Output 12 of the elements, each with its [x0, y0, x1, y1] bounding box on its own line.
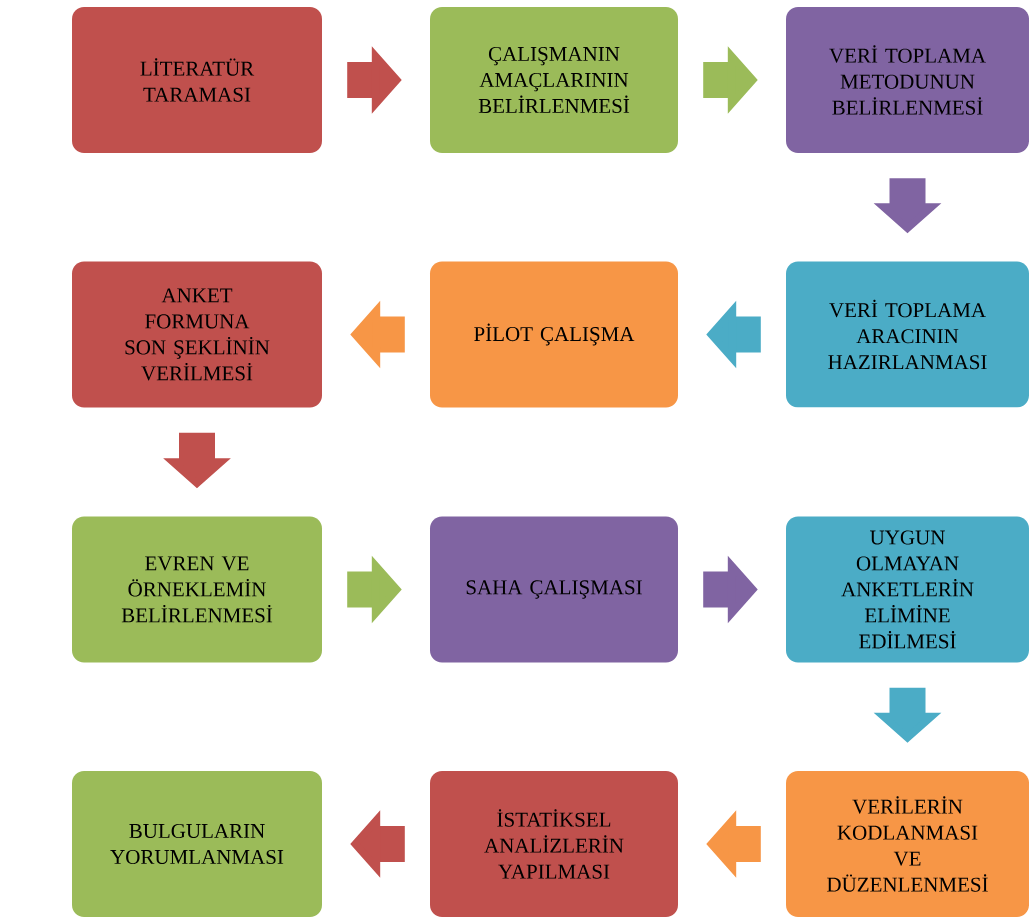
process-box: ÇALIŞMANIN AMAÇLARININ BELİRLENMESİ	[430, 7, 678, 153]
process-box: EVREN VE ÖRNEKLEMİN BELİRLENMESİ	[72, 516, 322, 663]
process-box: PİLOT ÇALIŞMA	[430, 261, 678, 408]
process-box: LİTERATÜR TARAMASI	[72, 7, 322, 153]
process-box: İSTATİKSEL ANALİZLERİN YAPILMASI	[430, 771, 678, 917]
process-box: ANKET FORMUNA SON ŞEKLİNİN VERİLMESİ	[72, 261, 322, 408]
process-box: SAHA ÇALIŞMASI	[430, 516, 678, 663]
process-box: VERİ TOPLAMA METODUNUN BELİRLENMESİ	[786, 7, 1029, 153]
process-box: UYGUN OLMAYAN ANKETLERİN ELİMİNE EDİLMESİ	[786, 516, 1029, 663]
process-box: BULGULARIN YORUMLANMASI	[72, 771, 322, 917]
process-box: VERİ TOPLAMA ARACININ HAZIRLANMASI	[786, 261, 1029, 408]
process-box: VERİLERİN KODLANMASI VE DÜZENLENMESİ	[786, 771, 1029, 917]
